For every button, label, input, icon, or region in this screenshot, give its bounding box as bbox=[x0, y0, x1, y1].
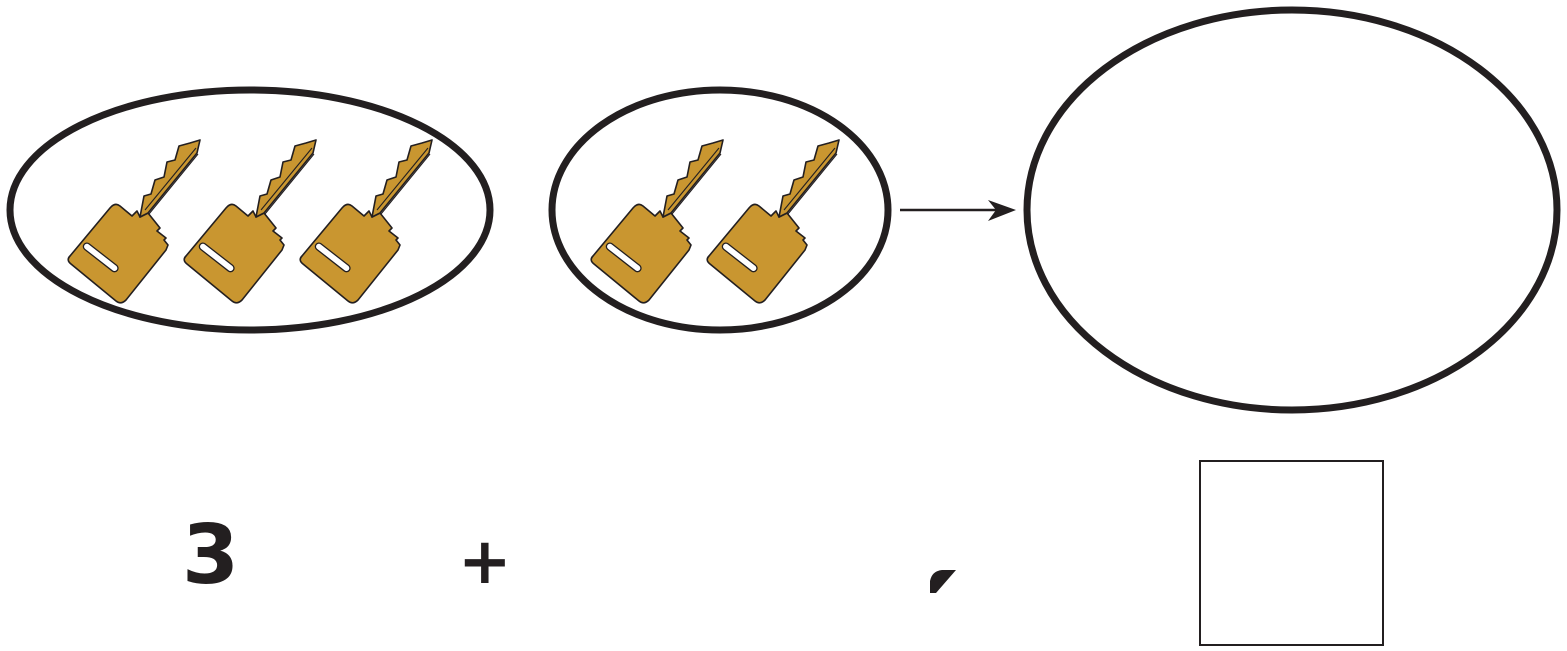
group-a-oval bbox=[6, 86, 494, 334]
key-icon bbox=[183, 139, 317, 304]
plus-sign: + bbox=[458, 525, 512, 599]
key-icon bbox=[590, 139, 724, 304]
group-b-oval bbox=[548, 86, 892, 334]
group-a-keys bbox=[67, 139, 433, 304]
group-b-keys bbox=[590, 139, 840, 304]
key-icon bbox=[706, 139, 840, 304]
result-oval bbox=[1023, 6, 1561, 414]
partial-glyph bbox=[930, 570, 956, 593]
key-icon bbox=[67, 139, 201, 304]
first-number: 3 bbox=[182, 508, 240, 603]
key-icon bbox=[299, 139, 433, 304]
arrow-right-icon bbox=[900, 200, 1016, 221]
answer-box[interactable] bbox=[1199, 460, 1384, 646]
